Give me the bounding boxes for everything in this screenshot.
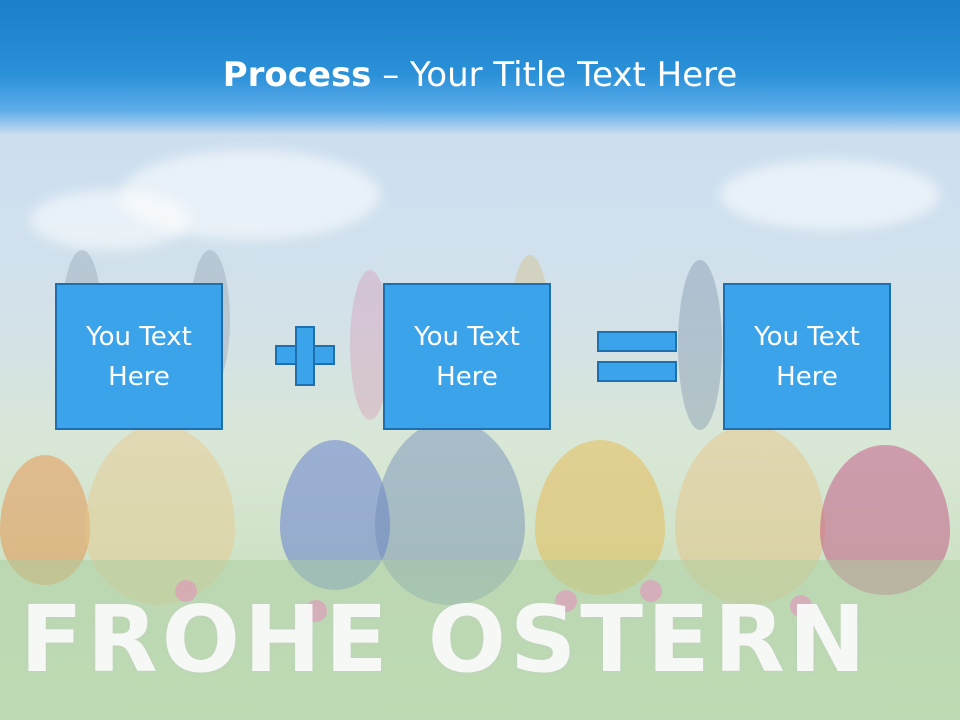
cloud [30,190,190,250]
process-box-3: You Text Here [723,283,891,430]
flower [555,590,577,612]
background-greeting: FROHE OSTERN [20,586,870,693]
cloud [720,160,940,230]
process-box-2: You Text Here [383,283,551,430]
flower [175,580,197,602]
process-box-text: You Text Here [414,321,520,392]
process-box-text: You Text Here [86,321,192,392]
flower [640,580,662,602]
flower [790,595,812,617]
bunny-ear [678,260,722,430]
title-bold: Process [222,55,372,95]
grass [0,560,960,720]
title-banner [0,0,960,135]
process-box-1: You Text Here [55,283,223,430]
title-rest: – Your Title Text Here [371,55,738,95]
flower [305,600,327,622]
process-box-text: You Text Here [754,321,860,392]
page-title: Process – Your Title Text Here [0,52,960,98]
